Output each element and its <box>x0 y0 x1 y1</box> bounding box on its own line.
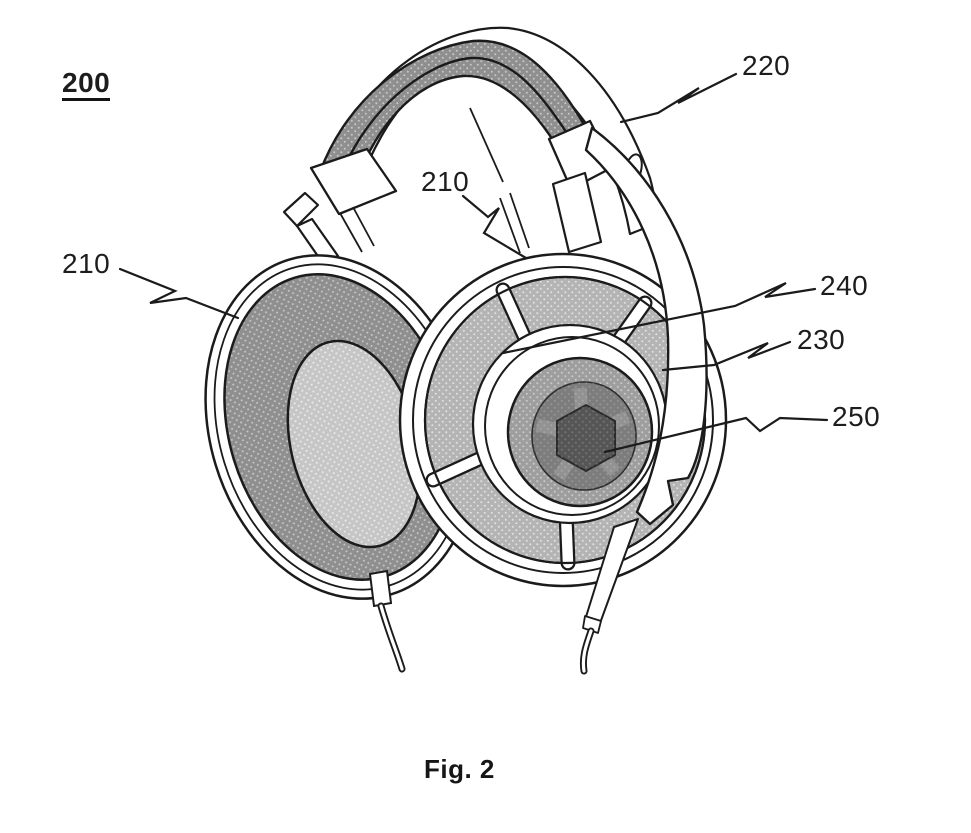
left-cable-core <box>379 604 404 671</box>
leader-lines <box>118 72 829 454</box>
headphone-frame <box>579 126 708 675</box>
right-earcup-ring-line <box>412 266 714 574</box>
figure-reference-200: 200 <box>62 68 111 102</box>
ref-numeral-220: 220 <box>742 50 791 81</box>
ref-numeral-210-left: 210 <box>62 248 111 279</box>
leader-line-240 <box>501 281 817 355</box>
left-earcup <box>204 254 476 600</box>
leader-line-210-left <box>118 267 240 320</box>
left-yoke-line-2 <box>352 206 375 247</box>
ref-numeral-240: 240 <box>820 270 869 301</box>
left-cable-connector <box>368 569 393 608</box>
band-inner-sliver <box>469 107 504 183</box>
leader-line-230 <box>661 340 792 372</box>
pad-segment-gaps <box>425 282 653 571</box>
leader-line-220 <box>619 72 738 124</box>
driver-center-texture <box>557 405 615 471</box>
strut-line-2 <box>509 192 530 249</box>
frame-crescent <box>584 126 708 526</box>
yoke-arm-step <box>582 615 602 634</box>
figure-caption: Fig. 2 <box>424 754 495 784</box>
baffle-ring-line <box>484 336 660 516</box>
headband-pad-seam <box>335 56 579 187</box>
leader-line-250 <box>603 416 829 454</box>
left-hinge-block <box>282 191 320 228</box>
leader-line-210-top <box>461 194 528 260</box>
headband-left-endcap <box>309 147 398 216</box>
left-yoke-line-1 <box>339 212 363 253</box>
left-cable <box>368 569 406 673</box>
ref-numeral-230: 230 <box>797 324 846 355</box>
strut-line-1 <box>499 197 521 254</box>
ref-numeral-250: 250 <box>832 401 881 432</box>
right-adjuster-strap <box>551 171 603 254</box>
driver-assembly <box>506 356 654 508</box>
ref-numeral-210-top: 210 <box>421 166 470 197</box>
hinge-struts <box>282 107 603 264</box>
left-hinge-bar <box>295 217 340 264</box>
headband <box>309 26 657 236</box>
right-cable-core <box>581 629 593 673</box>
